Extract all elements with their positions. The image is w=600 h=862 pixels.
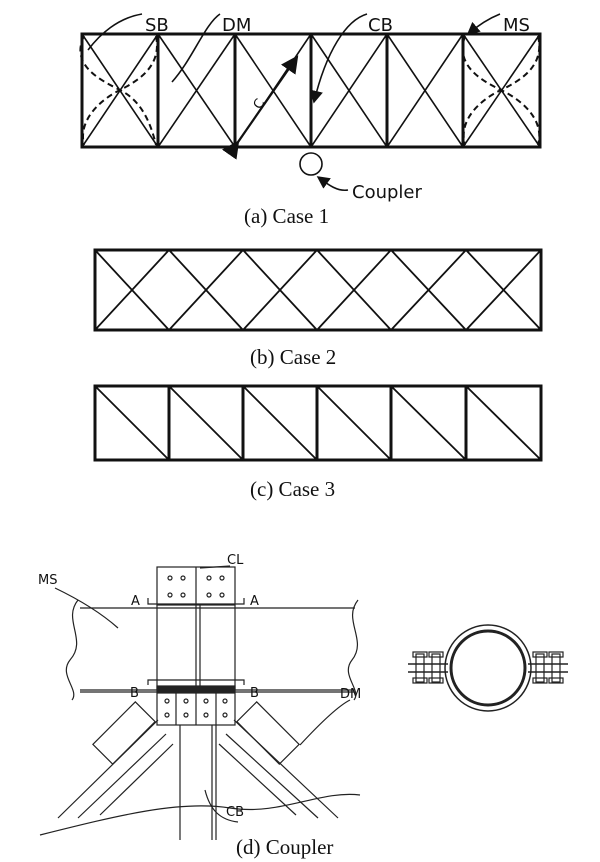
label-d-a-left: A (131, 594, 140, 609)
coupler-bottom-bolts (164, 698, 228, 718)
truss-c-verticals (167, 386, 468, 460)
truss-b-frame (93, 248, 543, 332)
pipe-inner (449, 629, 527, 707)
caption-a: (a) Case 1 (244, 204, 329, 228)
buckling-shapes-left (79, 35, 158, 146)
label-sb: SB (145, 15, 169, 36)
label-ms: MS (503, 15, 530, 36)
caption-c: (c) Case 3 (250, 477, 335, 501)
pipe-outer (444, 624, 532, 712)
clamp-bolts-left (412, 651, 444, 684)
buckling-shapes-right (461, 35, 541, 146)
label-d-cb: CB (226, 805, 244, 820)
label-d-cl: CL (227, 553, 244, 568)
diagonal-member-left (57, 701, 174, 819)
panel-d-coupler-detail (39, 565, 361, 840)
label-d-dm: DM (340, 687, 361, 702)
clamp-bolts-right (532, 651, 564, 684)
dimension-c-arrow (221, 55, 299, 160)
label-d-ms: MS (38, 573, 57, 588)
break-line-right (347, 599, 359, 701)
section-a-a (147, 598, 245, 605)
section-b-b (147, 679, 245, 685)
label-c: C (251, 96, 269, 112)
break-line-left (65, 599, 79, 701)
pipe-clamp-section (408, 624, 568, 712)
label-d-b-left: B (130, 686, 139, 701)
label-cb: CB (368, 15, 393, 36)
coupler-top-bolts (167, 575, 225, 598)
truss-a-verticals (156, 34, 465, 147)
label-coupler: Coupler (352, 182, 422, 203)
diagonal-member-right (218, 701, 339, 819)
label-dm: DM (222, 15, 251, 36)
truss-c-diagonals (94, 385, 542, 461)
panel-a-truss (79, 13, 542, 192)
coupler-circle (299, 152, 323, 176)
panel-b-truss (93, 248, 543, 332)
label-d-a-right: A (250, 594, 259, 609)
leader-lines-d (54, 565, 351, 823)
ground-curve (39, 793, 361, 836)
truss-a-diagonals (81, 33, 541, 148)
caption-d: (d) Coupler (236, 835, 333, 859)
label-d-b-right: B (250, 686, 259, 701)
panel-c-truss (93, 384, 543, 462)
caption-b: (b) Case 2 (250, 345, 336, 369)
truss-b-diagonals (94, 248, 542, 332)
leader-lines-a (87, 13, 501, 192)
